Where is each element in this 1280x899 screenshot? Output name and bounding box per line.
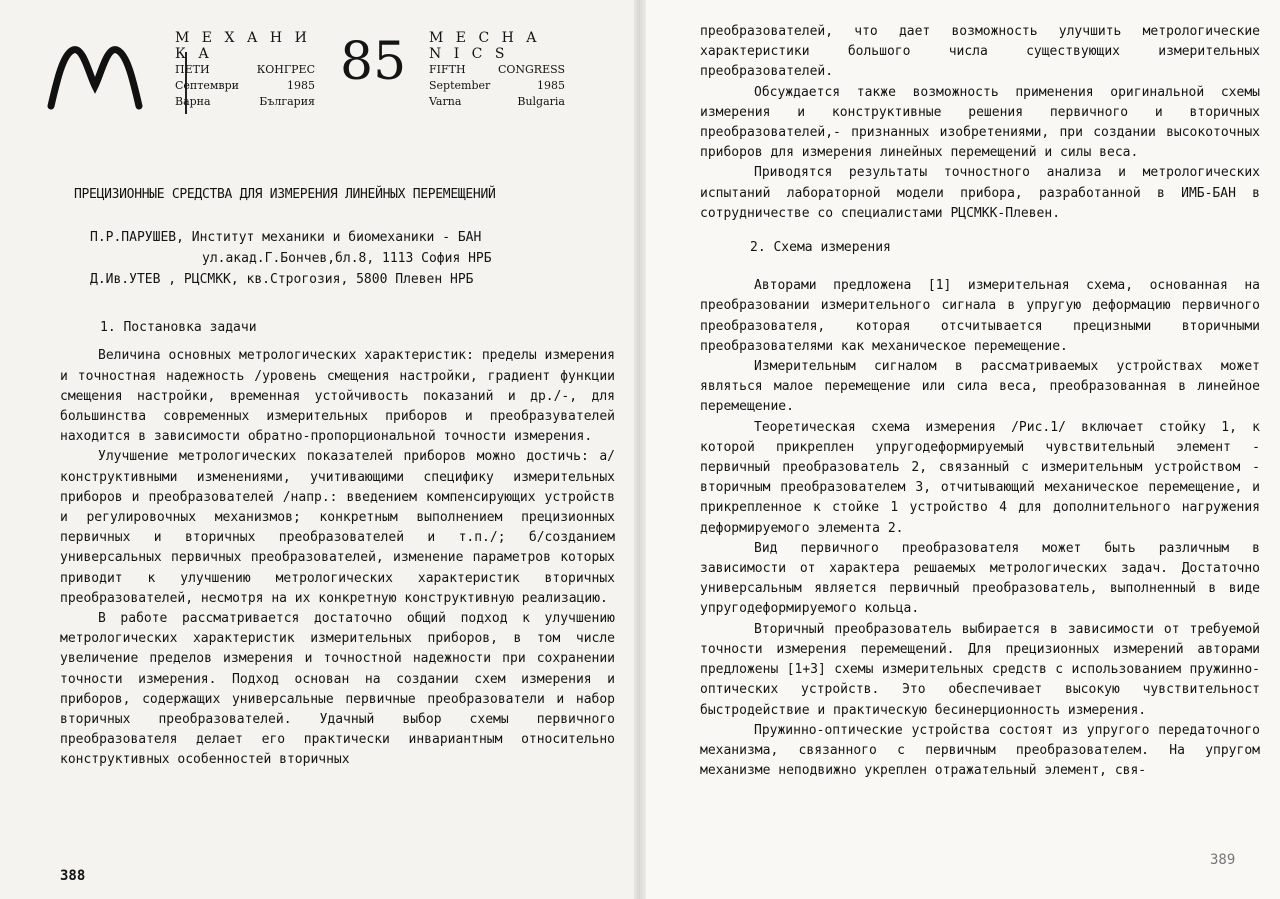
header-divider <box>185 52 187 114</box>
paragraph: В работе рассматривается достаточно общи… <box>60 611 615 768</box>
header-bg-line3b: България <box>259 95 315 108</box>
left-text: Величина основных метрологических характ… <box>60 346 615 770</box>
paragraph: преобразователей, что дает возможность у… <box>700 24 1260 80</box>
section-heading-2: 2. Схема измерения <box>750 240 891 256</box>
header-en-line3a: Varna <box>429 95 462 108</box>
paragraph: Улучшение метрологических показателей пр… <box>60 449 615 606</box>
paragraph: Величина основных метрологических характ… <box>60 348 615 445</box>
paragraph: Пружинно-оптические устройства состоят и… <box>700 722 1260 779</box>
header-en-line2b: 1985 <box>537 79 565 92</box>
header-en-line3b: Bulgaria <box>517 95 565 108</box>
author-2: Д.Ив.УТЕВ , РЦСМКК, кв.Строгозия, 5800 П… <box>90 272 474 288</box>
left-page: М Е Х А Н И К А ПЕТИ КОНГРЕС Септември 198… <box>45 22 615 884</box>
author-1-address: ул.акад.Г.Бончев,бл.8, 1113 София НРБ <box>202 251 492 267</box>
header-bulgarian: М Е Х А Н И К А ПЕТИ КОНГРЕС Септември 198… <box>175 30 315 110</box>
congress-header: М Е Х А Н И К А ПЕТИ КОНГРЕС Септември 198… <box>45 22 585 114</box>
header-english: M E C H A N I C S FIFTH CONGRESS Septembe… <box>429 30 565 110</box>
right-page: преобразователей, что дает возможность у… <box>640 0 1280 899</box>
header-number: 85 <box>340 32 407 92</box>
book-gutter <box>634 0 646 899</box>
paragraph: Вид первичного преобразователя может быт… <box>700 540 1260 617</box>
paragraph: Авторами предложена [1] измерительная сх… <box>700 278 1260 354</box>
paragraph: Теоретическая схема измерения /Рис.1/ вк… <box>700 419 1260 536</box>
header-en-line1a: FIFTH <box>429 63 466 76</box>
congress-logo-icon <box>47 46 143 110</box>
header-bg-line3a: Варна <box>175 95 211 108</box>
author-1: П.Р.ПАРУШЕВ, Институт механики и биомеха… <box>90 230 482 246</box>
header-bg-line1b: КОНГРЕС <box>256 63 315 76</box>
header-bg-title: М Е Х А Н И К А <box>175 30 311 62</box>
paragraph: Вторичный преобразователь выбирается в з… <box>700 621 1260 718</box>
header-bg-line2b: 1985 <box>287 79 315 92</box>
authors-block: П.Р.ПАРУШЕВ, Институт механики и биомеха… <box>90 227 615 290</box>
left-body: ПРЕЦИЗИОННЫЕ СРЕДСТВА ДЛЯ ИЗМЕРЕНИЯ ЛИНЕ… <box>60 185 615 771</box>
paragraph: Измерительным сигналом в рассматриваемых… <box>700 359 1260 415</box>
right-body: преобразователей, что дает возможность у… <box>700 22 1260 781</box>
header-en-title: M E C H A N I C S <box>429 30 541 62</box>
paper-title: ПРЕЦИЗИОННЫЕ СРЕДСТВА ДЛЯ ИЗМЕРЕНИЯ ЛИНЕ… <box>74 187 496 202</box>
paragraph: Обсуждается также возможность применения… <box>700 84 1260 161</box>
header-bg-line1a: ПЕТИ <box>175 63 210 76</box>
section-heading-1: 1. Постановка задачи <box>100 320 257 336</box>
page-number-right: 389 <box>1210 852 1236 868</box>
header-en-line2a: September <box>429 79 491 92</box>
header-bg-line2a: Септември <box>175 79 239 92</box>
page-number-left: 388 <box>60 868 86 884</box>
header-en-line1b: CONGRESS <box>497 63 565 76</box>
paragraph: Приводятся результаты точностного анализ… <box>700 165 1260 221</box>
